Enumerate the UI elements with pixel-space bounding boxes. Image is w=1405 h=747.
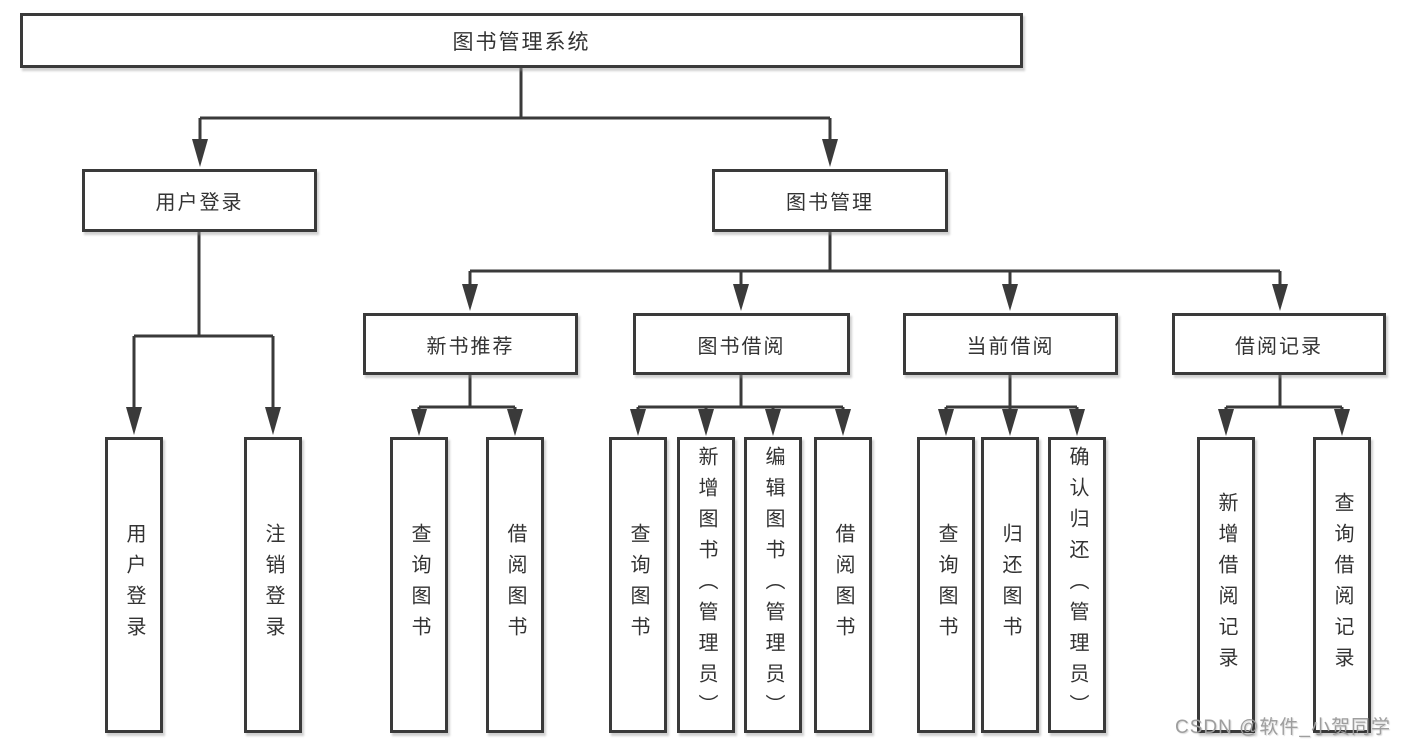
node-label: 查询图书 (935, 523, 957, 647)
node-label: 新书推荐 (426, 335, 515, 358)
arrowhead (411, 409, 427, 436)
node-leaf-query-books-recommend: 查询图书 (390, 437, 448, 733)
arrowhead (265, 407, 281, 435)
node-label: 图书借阅 (697, 335, 786, 358)
connector-new-book-children (411, 375, 523, 436)
node-label: 查询借阅记录 (1331, 492, 1353, 678)
arrowhead (835, 409, 851, 436)
node-new-book-recommendation: 新书推荐 (363, 313, 578, 375)
node-label: 当前借阅 (966, 335, 1055, 358)
connector-user-login-children (126, 232, 281, 435)
node-leaf-add-books-admin: 新增图书（管理员） (677, 437, 735, 733)
node-leaf-return-books: 归还图书 (981, 437, 1039, 733)
arrowhead (126, 407, 142, 435)
arrowhead (1334, 409, 1350, 436)
node-leaf-add-borrow-record: 新增借阅记录 (1197, 437, 1255, 733)
arrowhead (765, 409, 781, 436)
node-label: 确认归还（管理员） (1066, 445, 1088, 725)
node-label: 新增借阅记录 (1215, 492, 1237, 678)
arrowhead (733, 284, 749, 311)
csdn-watermark: CSDN @软件_小贺同学 (1175, 717, 1391, 738)
connector-current-borrow-children (938, 375, 1085, 436)
arrowhead (630, 409, 646, 436)
arrowhead (1002, 409, 1018, 436)
node-leaf-confirm-return-admin: 确认归还（管理员） (1048, 437, 1106, 733)
node-leaf-borrow-books: 借阅图书 (814, 437, 872, 733)
node-leaf-logout: 注销登录 (244, 437, 302, 733)
node-label: 用户登录 (123, 523, 145, 647)
arrowhead (938, 409, 954, 436)
arrowhead (1069, 409, 1085, 436)
node-label: 图书管理系统 (452, 30, 591, 54)
node-library-management-system: 图书管理系统 (20, 13, 1023, 68)
arrowhead (192, 139, 208, 167)
connector-root-to-level2 (192, 68, 838, 167)
node-leaf-edit-books-admin: 编辑图书（管理员） (744, 437, 802, 733)
connector-book-management-children (462, 232, 1288, 311)
arrowhead (698, 409, 714, 436)
node-leaf-query-books-current: 查询图书 (917, 437, 975, 733)
node-label: 查询图书 (627, 523, 649, 647)
arrowhead (1272, 284, 1288, 311)
arrowhead (462, 284, 478, 311)
arrowhead (1218, 409, 1234, 436)
node-current-borrowing: 当前借阅 (903, 313, 1118, 375)
node-label: 图书管理 (786, 192, 874, 214)
node-book-management: 图书管理 (712, 169, 948, 232)
node-leaf-user-login: 用户登录 (105, 437, 163, 733)
connector-book-borrow-children (630, 375, 851, 436)
connector-borrow-records-children (1218, 375, 1350, 436)
node-label: 新增图书（管理员） (695, 445, 717, 725)
node-label: 归还图书 (999, 523, 1021, 647)
arrowhead (1002, 284, 1018, 311)
node-label: 用户登录 (155, 192, 244, 214)
node-label: 注销登录 (262, 523, 284, 647)
node-label: 查询图书 (408, 523, 430, 647)
node-label: 借阅图书 (504, 523, 526, 647)
node-leaf-borrow-books-recommend: 借阅图书 (486, 437, 544, 733)
arrowhead (822, 139, 838, 167)
node-book-borrowing: 图书借阅 (633, 313, 850, 375)
node-label: 借阅图书 (832, 523, 854, 647)
node-leaf-query-borrow-record: 查询借阅记录 (1313, 437, 1371, 733)
node-label: 借阅记录 (1235, 335, 1323, 358)
node-borrowing-records: 借阅记录 (1172, 313, 1386, 375)
node-label: 编辑图书（管理员） (762, 445, 784, 725)
node-user-login-branch: 用户登录 (82, 169, 317, 232)
node-leaf-query-books-borrow: 查询图书 (609, 437, 667, 733)
arrowhead (507, 409, 523, 436)
